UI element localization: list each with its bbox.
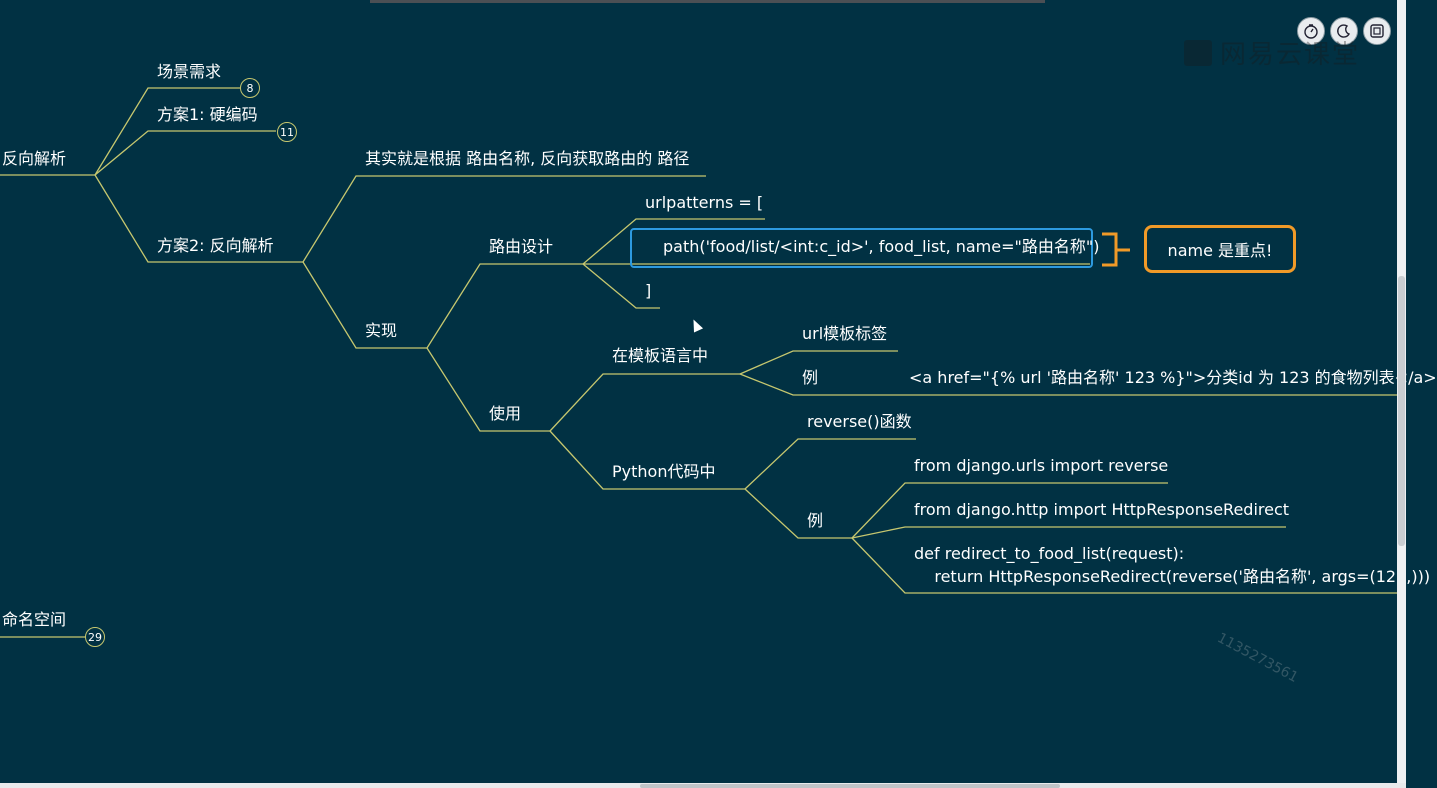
node-urlpatterns-open[interactable]: urlpatterns = [ — [645, 193, 764, 212]
horizontal-scrollbar[interactable] — [0, 783, 1406, 788]
theme-toggle-button[interactable] — [1330, 17, 1358, 45]
collapsed-count-badge[interactable]: 11 — [277, 122, 297, 142]
callout-box[interactable]: name 是重点! — [1144, 225, 1296, 273]
fullscreen-button[interactable] — [1363, 17, 1391, 45]
node-root[interactable]: 反向解析 — [2, 149, 67, 168]
vertical-scrollbar-thumb[interactable] — [1398, 276, 1405, 546]
stopwatch-icon — [1304, 24, 1318, 39]
brand-icon — [1184, 39, 1212, 66]
node-return-line[interactable]: return HttpResponseRedirect(reverse('路由名… — [914, 567, 1431, 586]
stopwatch-button[interactable] — [1297, 17, 1325, 45]
node-in-python[interactable]: Python代码中 — [612, 462, 716, 481]
collapsed-count-badge[interactable]: 29 — [85, 627, 105, 647]
node-template-example-label[interactable]: 例 — [802, 368, 819, 387]
callout-text: name 是重点! — [1167, 241, 1273, 260]
node-urlpatterns-close[interactable]: ] — [645, 281, 652, 300]
node-url-tag[interactable]: url模板标签 — [802, 324, 888, 343]
node-path-line[interactable]: path('food/list/<int:c_id>', food_list, … — [663, 237, 1100, 256]
node-essence[interactable]: 其实就是根据 路由名称, 反向获取路由的 路径 — [365, 149, 690, 168]
node-import1[interactable]: from django.urls import reverse — [914, 456, 1169, 475]
node-plan2[interactable]: 方案2: 反向解析 — [157, 236, 274, 255]
node-route-design[interactable]: 路由设计 — [489, 237, 554, 256]
node-reverse-func[interactable]: reverse()函数 — [807, 412, 912, 431]
collapsed-count-badge[interactable]: 8 — [240, 78, 260, 98]
window-top-bar — [370, 0, 1045, 3]
node-scene[interactable]: 场景需求 — [157, 62, 222, 81]
brand-name: 网易云课堂 — [1220, 40, 1361, 70]
node-usage[interactable]: 使用 — [489, 404, 522, 423]
node-in-template[interactable]: 在模板语言中 — [612, 346, 709, 365]
node-plan1[interactable]: 方案1: 硬编码 — [157, 105, 258, 124]
node-namespace[interactable]: 命名空间 — [2, 610, 67, 629]
horizontal-scrollbar-thumb[interactable] — [640, 784, 1060, 788]
brand-logo: 网易云课堂 — [1184, 34, 1360, 71]
vertical-scrollbar[interactable] — [1397, 0, 1406, 788]
node-import2[interactable]: from django.http import HttpResponseRedi… — [914, 500, 1290, 519]
fullscreen-icon — [1370, 24, 1384, 38]
node-python-example-label[interactable]: 例 — [807, 511, 824, 530]
node-impl[interactable]: 实现 — [365, 321, 398, 340]
mindmap-connectors — [0, 87, 1398, 638]
node-template-example[interactable]: <a href="{% url '路由名称' 123 %}">分类id 为 12… — [909, 368, 1437, 387]
selected-node-highlight[interactable] — [630, 228, 1093, 268]
moon-icon — [1337, 24, 1351, 38]
node-def-line[interactable]: def redirect_to_food_list(request): — [914, 544, 1185, 563]
